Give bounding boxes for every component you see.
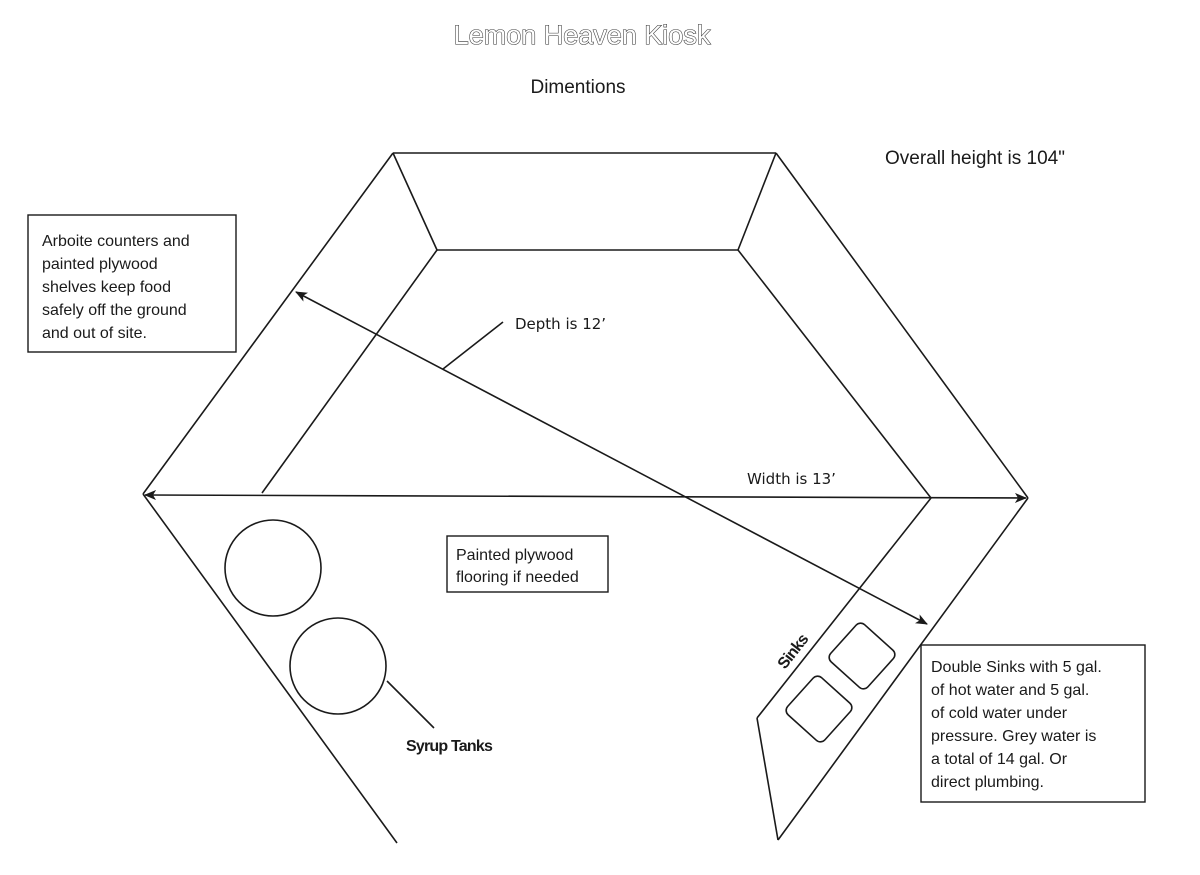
counters-note: Arboite counters and painted plywood she… xyxy=(27,214,237,353)
width-dimension-arrow xyxy=(144,490,1027,503)
sinks-note-line: Double Sinks with 5 gal. xyxy=(931,659,1102,676)
overall-height-label: Overall height is 104" xyxy=(885,148,1065,169)
sink-basin xyxy=(785,675,853,743)
sinks-note-line: a total of 14 gal. Or xyxy=(931,751,1068,768)
page-subtitle: Dimentions xyxy=(530,77,625,98)
flooring-note-line: flooring if needed xyxy=(456,569,579,586)
counters-note-line: safely off the ground xyxy=(42,302,187,319)
sinks: Sinks xyxy=(775,622,896,743)
counters-note-line: painted plywood xyxy=(42,256,158,273)
sinks-note-line: direct plumbing. xyxy=(931,774,1044,791)
depth-dimension-label: Depth is 12’ xyxy=(515,315,606,333)
inner-sink-counter-edge xyxy=(756,497,932,719)
syrup-tank xyxy=(289,617,387,715)
depth-dimension-arrow xyxy=(295,291,928,625)
syrup-tank xyxy=(224,519,322,617)
sink-counter-end xyxy=(756,717,779,841)
inner-right-counter-edge xyxy=(737,249,932,499)
sinks-note: Double Sinks with 5 gal. of hot water an… xyxy=(920,644,1146,803)
sinks-note-box xyxy=(920,644,1146,803)
outer-right-front-wall xyxy=(777,497,1029,841)
flooring-note: Painted plywood flooring if needed xyxy=(446,535,609,593)
syrup-tanks: Syrup Tanks xyxy=(224,519,494,755)
sink-basin xyxy=(828,622,896,690)
counters-note-line: Arboite counters and xyxy=(42,233,190,250)
back-right-corner-seam xyxy=(737,152,777,251)
width-dimension-label: Width is 13’ xyxy=(747,470,836,488)
outer-left-wall xyxy=(142,152,394,495)
page-title: Lemon Heaven Kiosk xyxy=(454,20,711,50)
flooring-note-box xyxy=(446,535,609,593)
sinks-note-line: of hot water and 5 gal. xyxy=(931,682,1089,699)
outer-right-wall xyxy=(775,152,1029,499)
counters-note-line: and out of site. xyxy=(42,325,147,342)
flooring-note-line: Painted plywood xyxy=(456,547,573,564)
sinks-note-line: of cold water under xyxy=(931,705,1068,722)
sinks-label: Sinks xyxy=(775,631,813,673)
syrup-tanks-label: Syrup Tanks xyxy=(406,738,493,755)
outer-left-front-wall xyxy=(142,493,398,844)
syrup-tanks-leader-line xyxy=(386,680,435,729)
back-left-corner-seam xyxy=(392,152,438,251)
inner-left-counter-edge xyxy=(261,249,438,494)
depth-leader-line xyxy=(442,321,504,370)
sinks-note-line: pressure. Grey water is xyxy=(931,728,1096,745)
counters-note-box xyxy=(27,214,237,353)
counters-note-line: shelves keep food xyxy=(42,279,171,296)
